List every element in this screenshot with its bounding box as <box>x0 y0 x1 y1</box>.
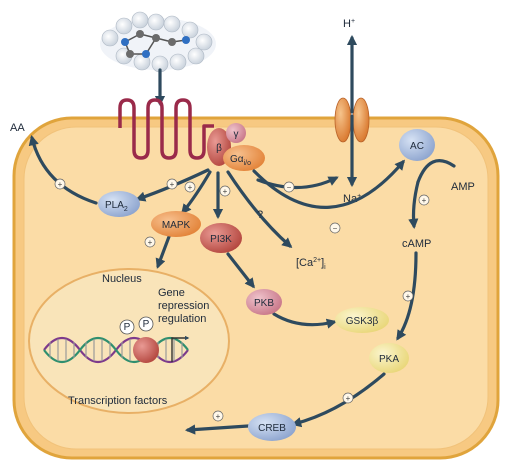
question-label: ? <box>257 209 263 221</box>
pkb-label: PKB <box>254 298 274 309</box>
phospho-label: P <box>124 322 131 333</box>
pi3k-node <box>200 223 242 253</box>
gsk3b-node <box>335 307 389 333</box>
transcription-factor <box>133 337 159 363</box>
aa-label: AA <box>10 122 25 134</box>
ion-channel-icon <box>334 97 370 143</box>
gsk3b-label: GSK3β <box>346 316 379 327</box>
pka-label: PKA <box>379 354 399 365</box>
g-protein-gamma <box>226 123 246 143</box>
molecule-icon <box>100 11 216 73</box>
minus-sign: − <box>333 224 338 233</box>
ac-node <box>399 129 435 161</box>
phospho-label: P <box>143 319 150 330</box>
g-protein-alpha-label: Gαi/o <box>230 154 251 167</box>
g-protein-alpha <box>223 145 265 171</box>
pkb-node <box>246 289 282 315</box>
nucleus <box>28 268 230 414</box>
plus-sign: + <box>170 180 175 189</box>
minus-sign: − <box>287 183 292 192</box>
transcription-factors-label: Transcription factors <box>68 395 168 407</box>
amp-label: AMP <box>451 181 475 193</box>
plus-sign: + <box>223 187 228 196</box>
g-protein-gamma-label: γ <box>234 129 239 140</box>
nucleus-label: Nucleus <box>102 273 142 285</box>
dna-helix-icon <box>43 336 189 364</box>
h-plus-label: H+ <box>343 18 355 30</box>
creb-label: CREB <box>258 423 286 434</box>
g-protein: β γ Gαi/o <box>207 123 265 171</box>
receptor <box>118 98 214 160</box>
pi3k-label: PI3K <box>210 234 232 245</box>
phospho-group <box>119 319 135 335</box>
plus-sign: + <box>58 180 63 189</box>
plus-sign: + <box>216 412 221 421</box>
g-protein-beta-label: β <box>216 143 222 154</box>
ac-label: AC <box>410 141 424 152</box>
mapk-node <box>151 211 201 237</box>
plus-sign: + <box>346 394 351 403</box>
gene-label-line2: repression <box>158 300 209 312</box>
plus-sign: + <box>148 238 153 247</box>
pka-node <box>369 343 409 373</box>
transcription-start-arrow <box>171 335 190 362</box>
gene-label-line1: Gene <box>158 287 185 299</box>
calcium-label: [Ca2+]i <box>296 257 326 271</box>
creb-node <box>248 413 296 441</box>
pla2-label: PLA2 <box>105 200 128 213</box>
gene-label-line3: regulation <box>158 313 206 325</box>
phospho-group <box>138 316 154 332</box>
pla2-node <box>98 191 140 217</box>
plus-sign: + <box>406 292 411 301</box>
camp-label: cAMP <box>402 238 431 250</box>
plus-sign: + <box>422 196 427 205</box>
mapk-label: MAPK <box>162 220 191 231</box>
plus-sign: + <box>188 183 193 192</box>
